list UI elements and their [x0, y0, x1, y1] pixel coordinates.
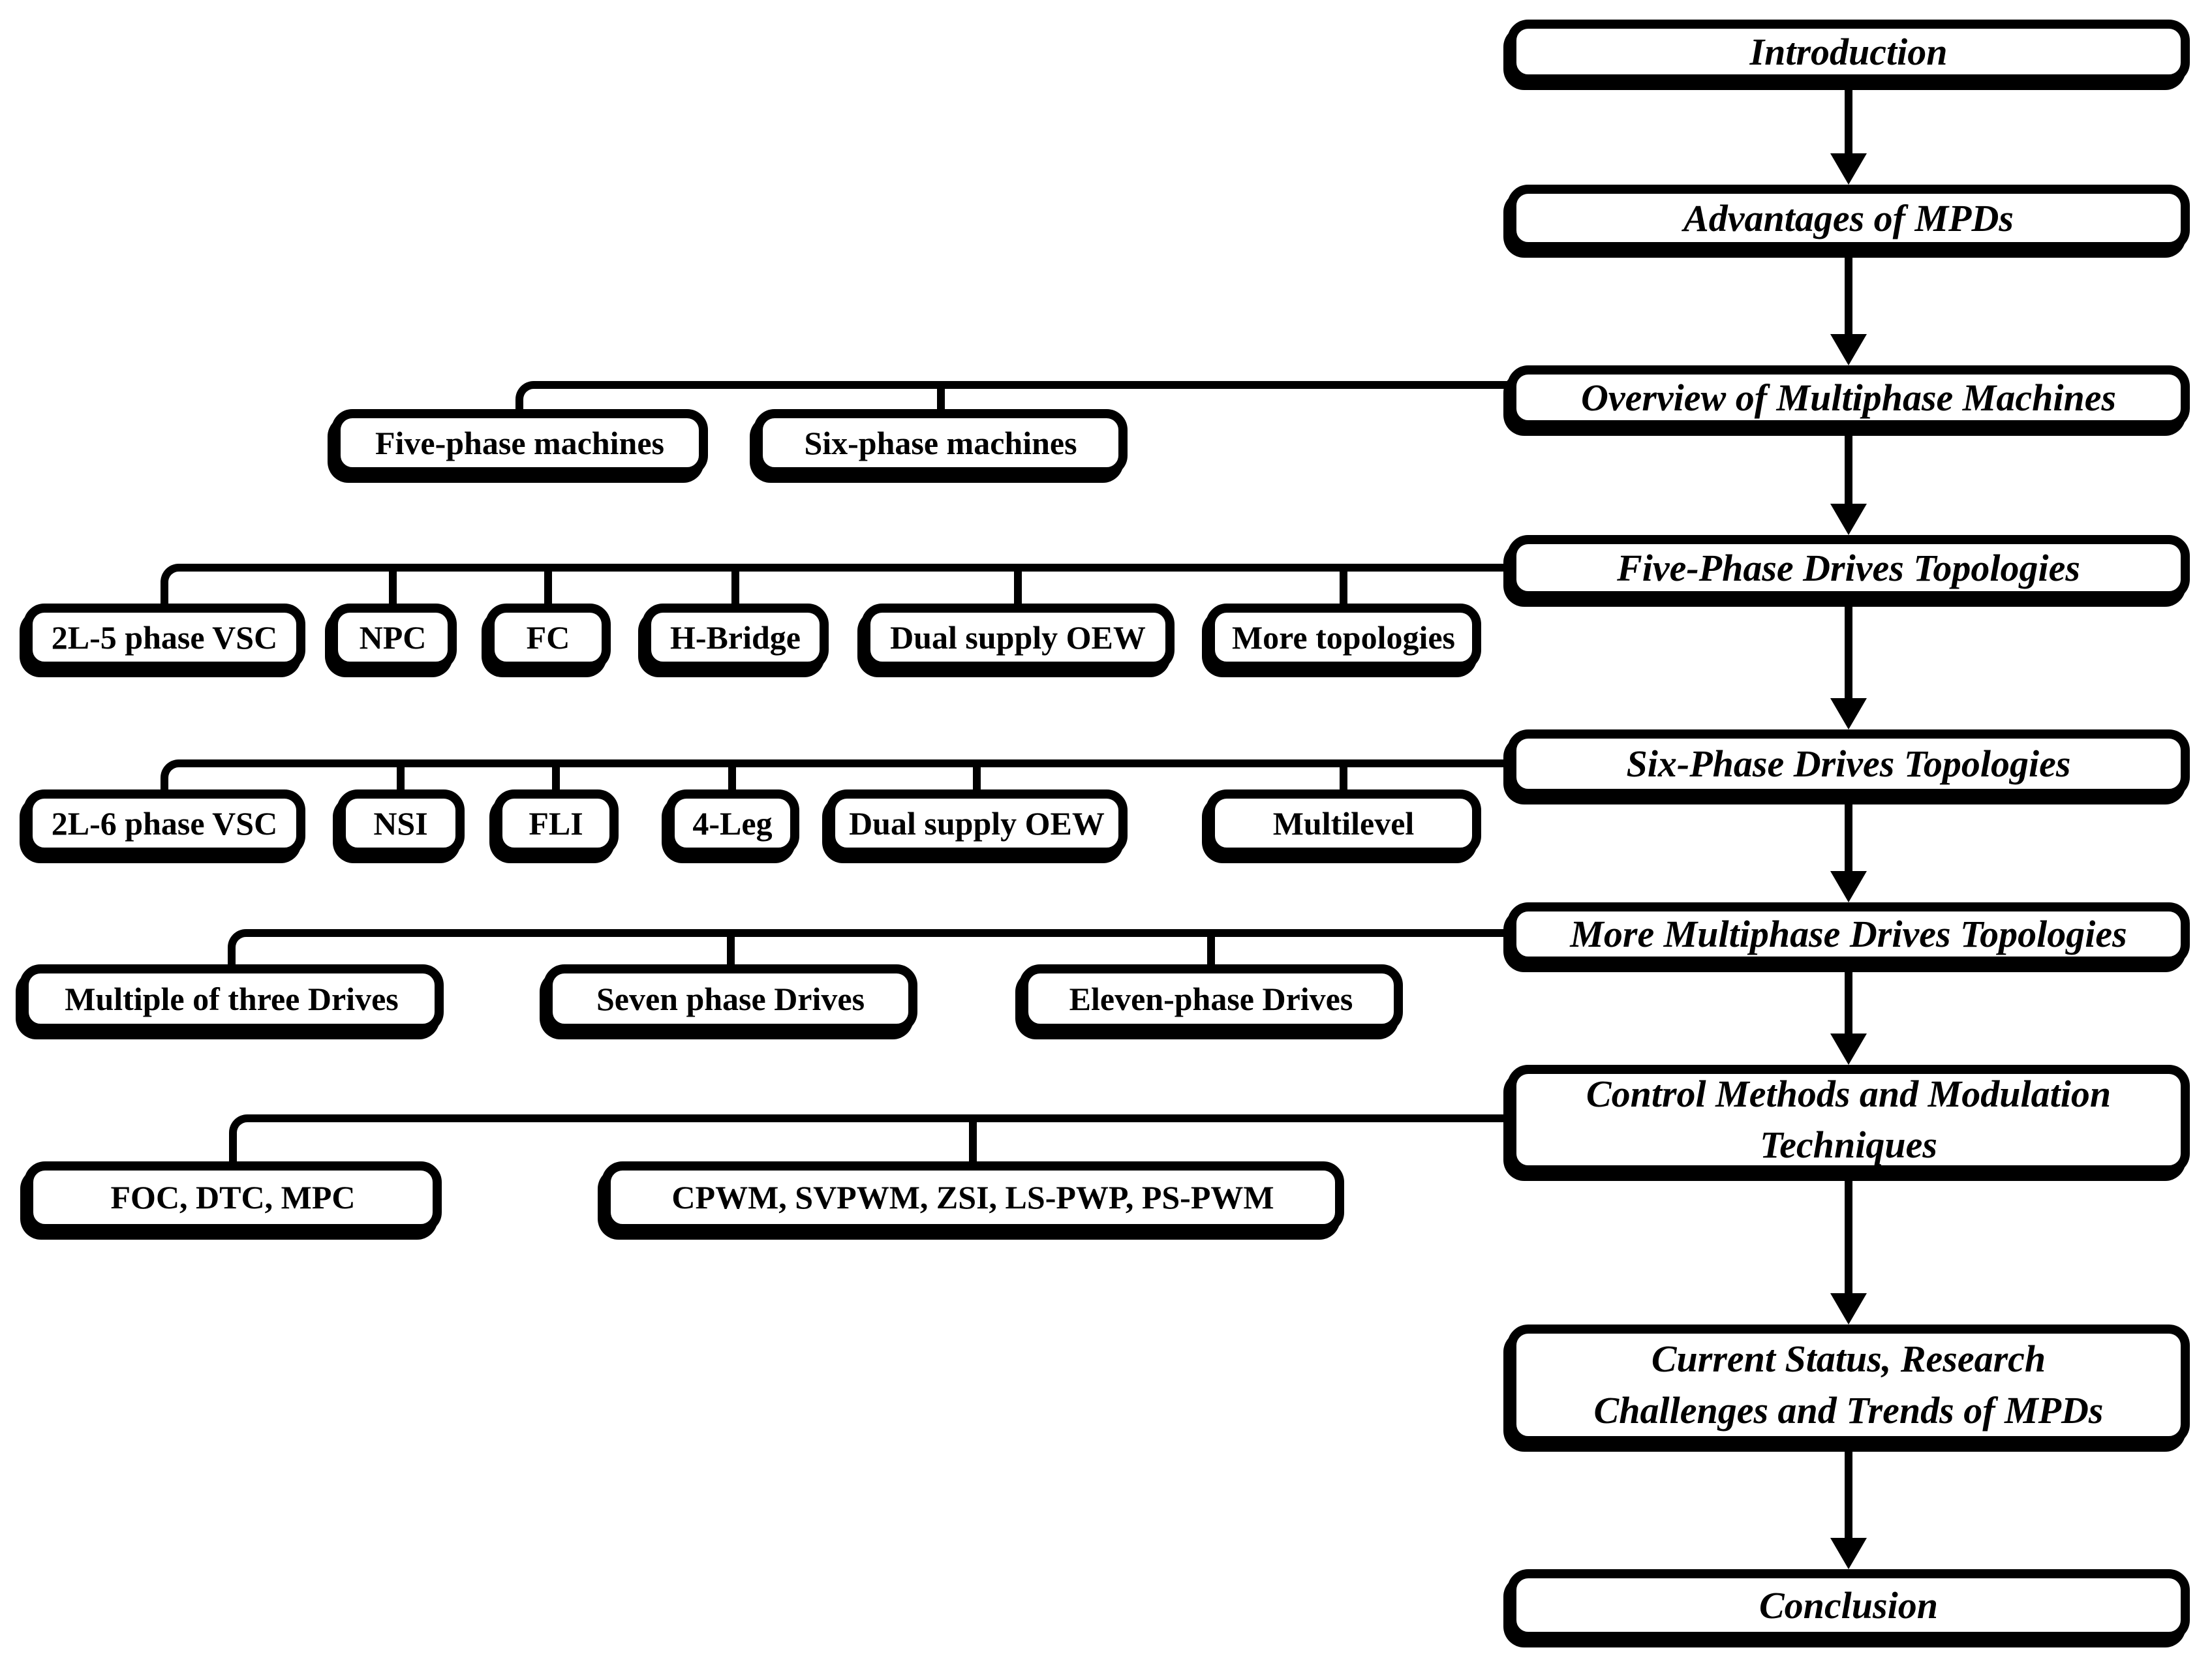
stem-four-leg	[728, 767, 736, 795]
stem-dual-supply-oew-6	[973, 767, 981, 795]
arrow-advantages-to-overview-line	[1845, 251, 1852, 338]
node-2l-6-phase-vsc: 2L-6 phase VSC	[23, 789, 305, 857]
arrow-more-to-control-head	[1830, 1034, 1867, 1065]
connector-bus-six-phase-branch	[161, 759, 1511, 796]
node-dual-supply-oew-6: Dual supply OEW	[826, 789, 1128, 857]
node-seven-phase: Seven phase Drives	[544, 964, 917, 1033]
arrow-more-to-control-line	[1845, 966, 1852, 1037]
arrow-status-to-conclusion-line	[1845, 1445, 1852, 1542]
node-five-phase-topologies: Five-Phase Drives Topologies	[1507, 535, 2190, 600]
node-nsi: NSI	[337, 789, 465, 857]
node-foc-dtc-mpc: FOC, DTC, MPC	[24, 1161, 442, 1233]
stem-fc	[544, 572, 552, 609]
connector-bus-control-branch	[229, 1114, 1511, 1168]
stem-npc	[389, 572, 397, 609]
node-more-multiphase-topologies: More Multiphase Drives Topologies	[1507, 902, 2190, 966]
node-h-bridge: H-Bridge	[642, 604, 829, 671]
node-multilevel: Multilevel	[1206, 789, 1481, 857]
node-five-phase-machines: Five-phase machines	[331, 409, 708, 476]
stem-six-phase-machines	[937, 389, 945, 414]
arrow-six-to-more-head	[1830, 871, 1867, 902]
node-current-status: Current Status, Research Challenges and …	[1507, 1325, 2190, 1445]
node-eleven-phase: Eleven-phase Drives	[1019, 964, 1403, 1033]
stem-nsi	[397, 767, 405, 795]
stem-seven-phase	[727, 937, 735, 970]
stem-more-topologies	[1340, 572, 1347, 609]
node-multiple-of-three: Multiple of three Drives	[20, 964, 444, 1033]
arrow-overview-to-five-phase-line	[1845, 429, 1852, 508]
arrow-intro-to-advantages-line	[1845, 84, 1852, 157]
connector-bus-five-phase-branch	[161, 564, 1511, 610]
stem-dual-supply-oew-5	[1014, 572, 1022, 609]
node-4-leg: 4-Leg	[666, 789, 799, 857]
node-overview-multiphase: Overview of Multiphase Machines	[1507, 365, 2190, 429]
node-introduction: Introduction	[1507, 20, 2190, 84]
stem-multilevel	[1340, 767, 1347, 795]
stem-modulation-group	[969, 1122, 977, 1167]
stem-fli	[552, 767, 560, 795]
node-six-phase-machines: Six-phase machines	[754, 409, 1128, 476]
arrow-control-to-status-head	[1830, 1293, 1867, 1325]
node-npc: NPC	[329, 604, 457, 671]
arrow-control-to-status-line	[1845, 1174, 1852, 1297]
node-dual-supply-oew-5: Dual supply OEW	[861, 604, 1175, 671]
arrow-status-to-conclusion-head	[1830, 1538, 1867, 1569]
stem-eleven-phase	[1207, 937, 1215, 970]
arrow-intro-to-advantages-head	[1830, 153, 1867, 185]
arrow-overview-to-five-phase-head	[1830, 504, 1867, 535]
node-fli: FLI	[493, 789, 619, 857]
node-more-topologies: More topologies	[1206, 604, 1481, 671]
arrow-advantages-to-overview-head	[1830, 334, 1867, 365]
arrow-five-to-six-phase-head	[1830, 698, 1867, 729]
node-control-methods: Control Methods and Modulation Technique…	[1507, 1065, 2190, 1174]
arrow-six-to-more-line	[1845, 798, 1852, 875]
connector-bus-overview-branch	[515, 381, 1511, 416]
node-fc: FC	[485, 604, 611, 671]
connector-bus-more-topologies-branch	[228, 929, 1511, 971]
stem-h-bridge	[731, 572, 739, 609]
node-pwm-techniques: CPWM, SVPWM, ZSI, LS-PWP, PS-PWM	[602, 1161, 1344, 1233]
node-advantages-of-mpds: Advantages of MPDs	[1507, 185, 2190, 251]
arrow-five-to-six-phase-line	[1845, 600, 1852, 702]
node-six-phase-topologies: Six-Phase Drives Topologies	[1507, 729, 2190, 798]
node-conclusion: Conclusion	[1507, 1569, 2190, 1641]
node-2l-5-phase-vsc: 2L-5 phase VSC	[23, 604, 305, 671]
